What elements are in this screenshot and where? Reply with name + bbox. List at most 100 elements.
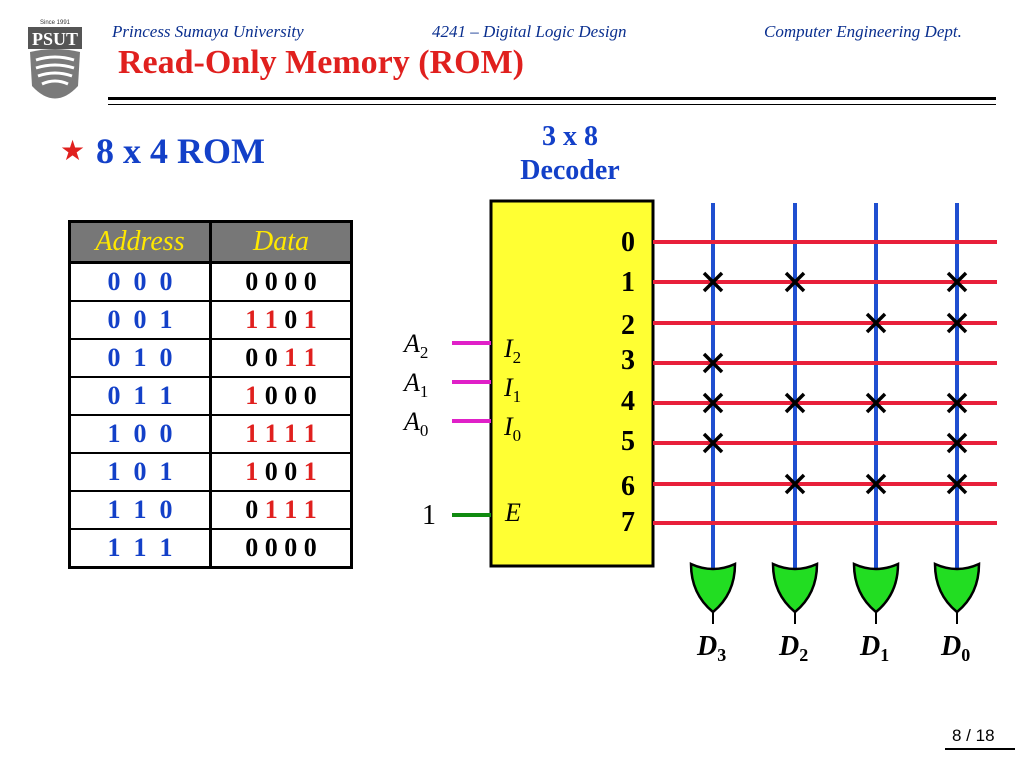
or-gate xyxy=(771,562,819,614)
connection-cross xyxy=(946,312,968,334)
data-bit: 1 xyxy=(264,495,278,524)
connection-cross xyxy=(784,271,806,293)
decoder-input-pin: I0 xyxy=(503,412,521,445)
output-subscript: 0 xyxy=(961,645,970,665)
data-bit: 1 xyxy=(284,419,298,448)
decoder-output-label: 7 xyxy=(621,507,635,538)
data-cell: 1 1 0 1 xyxy=(209,301,353,340)
or-gate xyxy=(852,562,900,614)
data-bit: 0 xyxy=(264,343,278,372)
data-bit: 0 xyxy=(264,381,278,410)
data-bit: 0 xyxy=(245,533,259,562)
address-name: A xyxy=(402,407,420,436)
data-bit: 1 xyxy=(245,457,259,486)
data-bit: 1 xyxy=(245,305,259,334)
connection-cross xyxy=(865,392,887,414)
output-name: D xyxy=(696,631,717,662)
header-course: 4241 – Digital Logic Design xyxy=(432,22,627,41)
or-gate xyxy=(933,562,981,614)
psut-logo: Since 1991 PSUT xyxy=(28,20,82,99)
output-label: D3 xyxy=(696,631,726,665)
data-bit: 1 xyxy=(303,305,317,334)
data-bit: 1 xyxy=(264,419,278,448)
address-cell: 1 1 1 xyxy=(68,529,212,569)
address-cell: 0 1 0 xyxy=(68,339,212,378)
connection-cross xyxy=(784,392,806,414)
pin-subscript: 2 xyxy=(513,348,522,367)
decoder-input-pin: I2 xyxy=(503,334,521,367)
header-university: Princess Sumaya University xyxy=(112,22,304,41)
data-cell: 0 0 0 0 xyxy=(209,262,353,302)
connection-cross xyxy=(865,312,887,334)
decoder-output-label: 5 xyxy=(621,426,635,457)
data-bit: 1 xyxy=(284,495,298,524)
address-input-label: A0 xyxy=(402,407,428,440)
output-name: D xyxy=(859,631,880,662)
data-cell: 0 1 1 1 xyxy=(209,491,353,530)
address-input-label: A1 xyxy=(402,368,428,401)
decoder-output-label: 0 xyxy=(621,227,635,258)
connection-cross xyxy=(702,352,724,374)
data-bit: 0 xyxy=(284,267,298,296)
decoder-output-label: 4 xyxy=(621,386,635,417)
data-bit: 1 xyxy=(303,457,317,486)
connection-cross xyxy=(702,432,724,454)
page-rule xyxy=(945,748,1015,750)
decoder-output-label: 1 xyxy=(621,267,635,298)
pin-subscript: 0 xyxy=(513,426,522,445)
slide-title: Read-Only Memory (ROM) xyxy=(118,44,525,81)
header-data: Data xyxy=(209,220,353,264)
data-cell: 0 0 0 0 xyxy=(209,529,353,569)
address-name: A xyxy=(402,368,420,397)
connection-cross xyxy=(946,392,968,414)
title-rule xyxy=(108,97,996,100)
data-bit: 0 xyxy=(245,343,259,372)
pin-name: I xyxy=(503,373,514,402)
data-cell: 1 0 0 0 xyxy=(209,377,353,416)
or-gate xyxy=(689,562,737,614)
address-subscript: 0 xyxy=(420,421,429,440)
output-name: D xyxy=(778,631,799,662)
header-address: Address xyxy=(68,220,212,264)
connection-cross xyxy=(784,473,806,495)
data-bit: 0 xyxy=(264,533,278,562)
address-name: A xyxy=(402,329,420,358)
pin-name: I xyxy=(503,412,514,441)
data-bit: 0 xyxy=(284,457,298,486)
connection-cross xyxy=(702,271,724,293)
output-subscript: 1 xyxy=(880,645,889,665)
address-cell: 0 1 1 xyxy=(68,377,212,416)
data-bit: 0 xyxy=(264,457,278,486)
address-input-label: A2 xyxy=(402,329,428,362)
connection-cross xyxy=(946,473,968,495)
data-bit: 1 xyxy=(245,381,259,410)
decoder-label: 3 x 8 Decoder xyxy=(500,120,640,188)
output-subscript: 2 xyxy=(799,645,808,665)
address-cell: 1 0 1 xyxy=(68,453,212,492)
data-cell: 1 0 0 1 xyxy=(209,453,353,492)
data-bit: 1 xyxy=(245,419,259,448)
address-subscript: 2 xyxy=(420,343,429,362)
decoder-output-label: 3 xyxy=(621,345,635,376)
decoder-label-line2: Decoder xyxy=(520,155,620,186)
address-cell: 0 0 0 xyxy=(68,262,212,302)
data-cell: 1 1 1 1 xyxy=(209,415,353,454)
logo-text: PSUT xyxy=(32,29,78,49)
star-bullet-icon: ★ xyxy=(60,136,86,167)
data-bit: 0 xyxy=(284,305,298,334)
output-subscript: 3 xyxy=(717,645,726,665)
address-cell: 0 0 1 xyxy=(68,301,212,340)
enable-pin: E xyxy=(504,498,521,527)
page-number: 8 / 18 xyxy=(952,726,995,745)
connection-cross xyxy=(702,392,724,414)
data-bit: 0 xyxy=(303,267,317,296)
